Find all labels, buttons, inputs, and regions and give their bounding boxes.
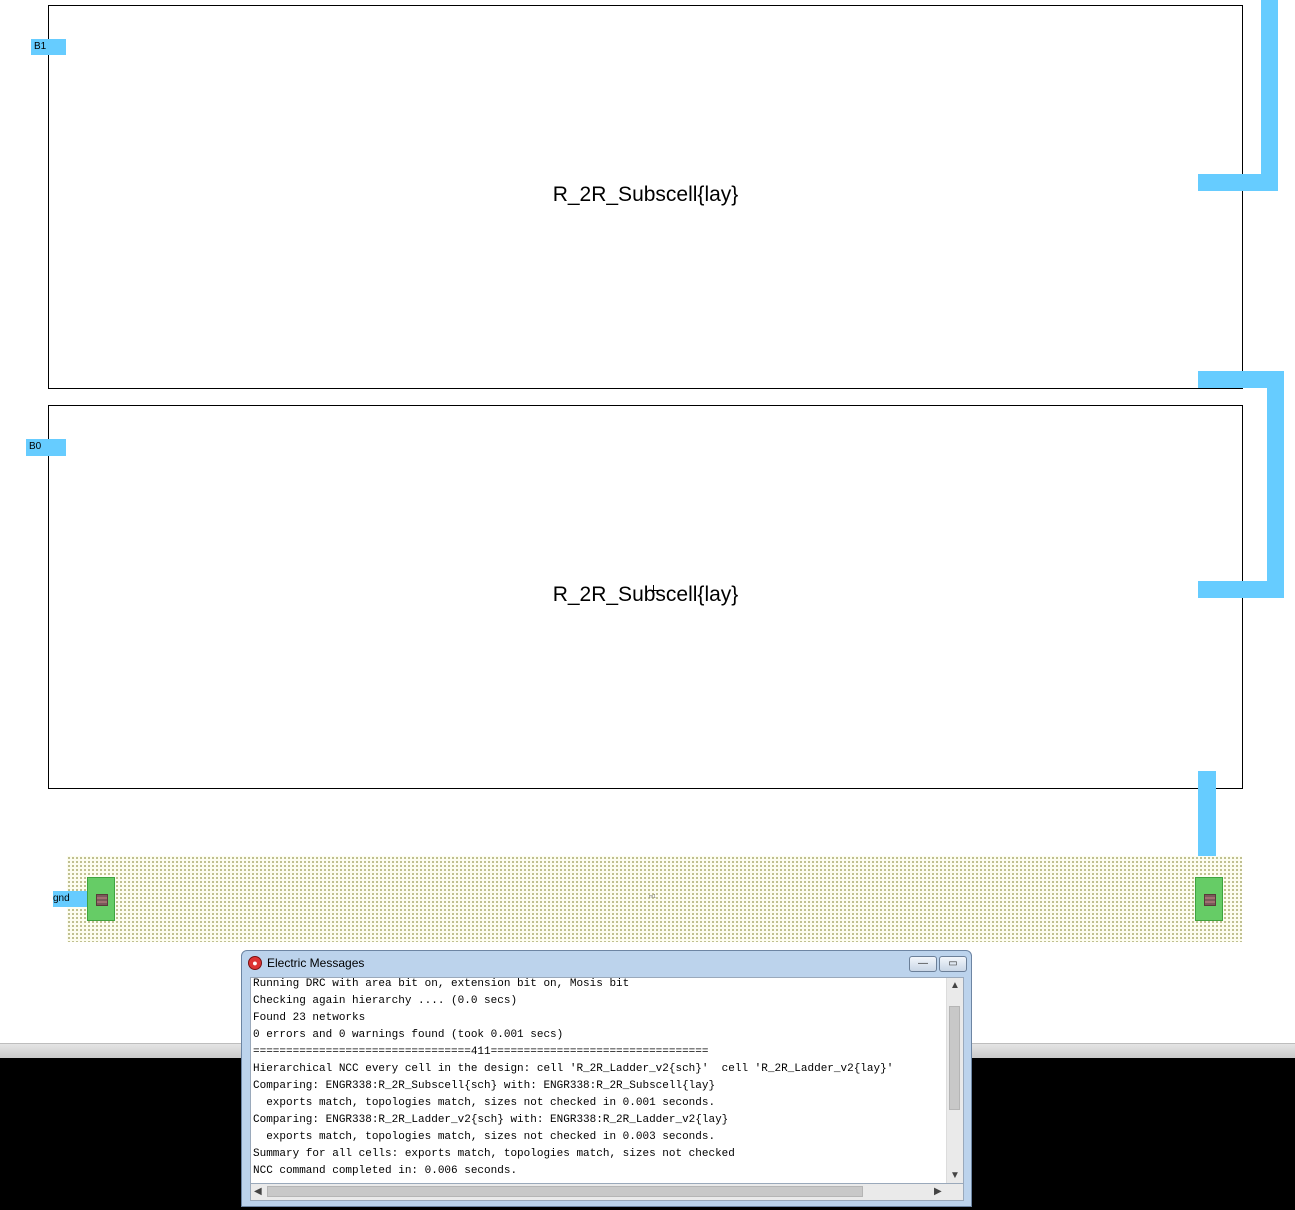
ground-contact-left[interactable] xyxy=(87,877,115,921)
metal-wire[interactable] xyxy=(1267,371,1284,598)
scroll-up-icon[interactable]: ▲ xyxy=(950,980,960,991)
messages-text-area[interactable]: Running DRC with area bit on, extension … xyxy=(250,977,964,1184)
scroll-right-icon[interactable]: ▶ xyxy=(934,1186,942,1197)
metal-wire[interactable] xyxy=(1198,581,1284,598)
message-line: Checking again hierarchy .... (0.0 secs) xyxy=(253,995,518,1007)
crosshair-cursor-icon xyxy=(653,585,654,596)
ground-rail-region[interactable] xyxy=(67,856,1242,942)
messages-window-title: Electric Messages xyxy=(267,956,365,970)
layout-canvas[interactable]: R_2R_Subscell{lay} R_2R_Subscell{lay} B1… xyxy=(0,0,1295,1043)
horizontal-scroll-thumb[interactable] xyxy=(267,1186,863,1197)
message-line: Comparing: ENGR338:R_2R_Subscell{sch} wi… xyxy=(253,1080,716,1092)
message-line: Summary for all cells: exports match, to… xyxy=(253,1148,735,1160)
message-line: Running DRC with area bit on, extension … xyxy=(253,978,630,990)
metal-wire[interactable] xyxy=(1261,0,1278,191)
messages-window[interactable]: ● Electric Messages — ▭ Running DRC with… xyxy=(241,950,972,1207)
metal-wire[interactable] xyxy=(1198,371,1284,388)
vertical-scroll-thumb[interactable] xyxy=(949,1006,960,1110)
message-line: Hierarchical NCC every cell in the desig… xyxy=(253,1063,894,1075)
export-gnd[interactable]: gnd xyxy=(53,891,90,907)
cell-instance-top[interactable]: R_2R_Subscell{lay} xyxy=(48,5,1243,389)
message-line: Comparing: ENGR338:R_2R_Ladder_v2{sch} w… xyxy=(253,1114,729,1126)
export-b0[interactable]: B0 xyxy=(26,439,66,456)
metal-layer-label: m1 xyxy=(649,894,656,900)
metal-wire[interactable] xyxy=(1198,174,1278,191)
export-b1[interactable]: B1 xyxy=(31,39,66,55)
cell-instance-name: R_2R_Subscell{lay} xyxy=(552,183,739,206)
electric-app-icon: ● xyxy=(248,956,262,970)
message-line: NCC command completed in: 0.006 seconds. xyxy=(253,1165,518,1177)
ground-contact-right[interactable] xyxy=(1195,877,1223,921)
cell-instance-name: R_2R_Subscell{lay} xyxy=(552,583,739,606)
minimize-button[interactable]: — xyxy=(909,956,937,972)
message-line: exports match, topologies match, sizes n… xyxy=(253,1131,716,1143)
maximize-button[interactable]: ▭ xyxy=(939,956,967,972)
scroll-left-icon[interactable]: ◀ xyxy=(254,1186,262,1197)
via-icon xyxy=(96,894,108,906)
message-line: Found 23 networks xyxy=(253,1012,366,1024)
cell-instance-bottom[interactable]: R_2R_Subscell{lay} xyxy=(48,405,1243,789)
message-line: 0 errors and 0 warnings found (took 0.00… xyxy=(253,1029,564,1041)
vertical-scrollbar[interactable]: ▲ ▼ xyxy=(946,978,963,1183)
via-icon xyxy=(1204,894,1216,906)
scroll-down-icon[interactable]: ▼ xyxy=(950,1170,960,1181)
messages-window-titlebar[interactable]: ● Electric Messages — ▭ xyxy=(242,951,971,977)
horizontal-scrollbar[interactable]: ◀ ▶ xyxy=(250,1184,964,1201)
message-line: =================================411====… xyxy=(253,1046,709,1058)
message-line: exports match, topologies match, sizes n… xyxy=(253,1097,716,1109)
